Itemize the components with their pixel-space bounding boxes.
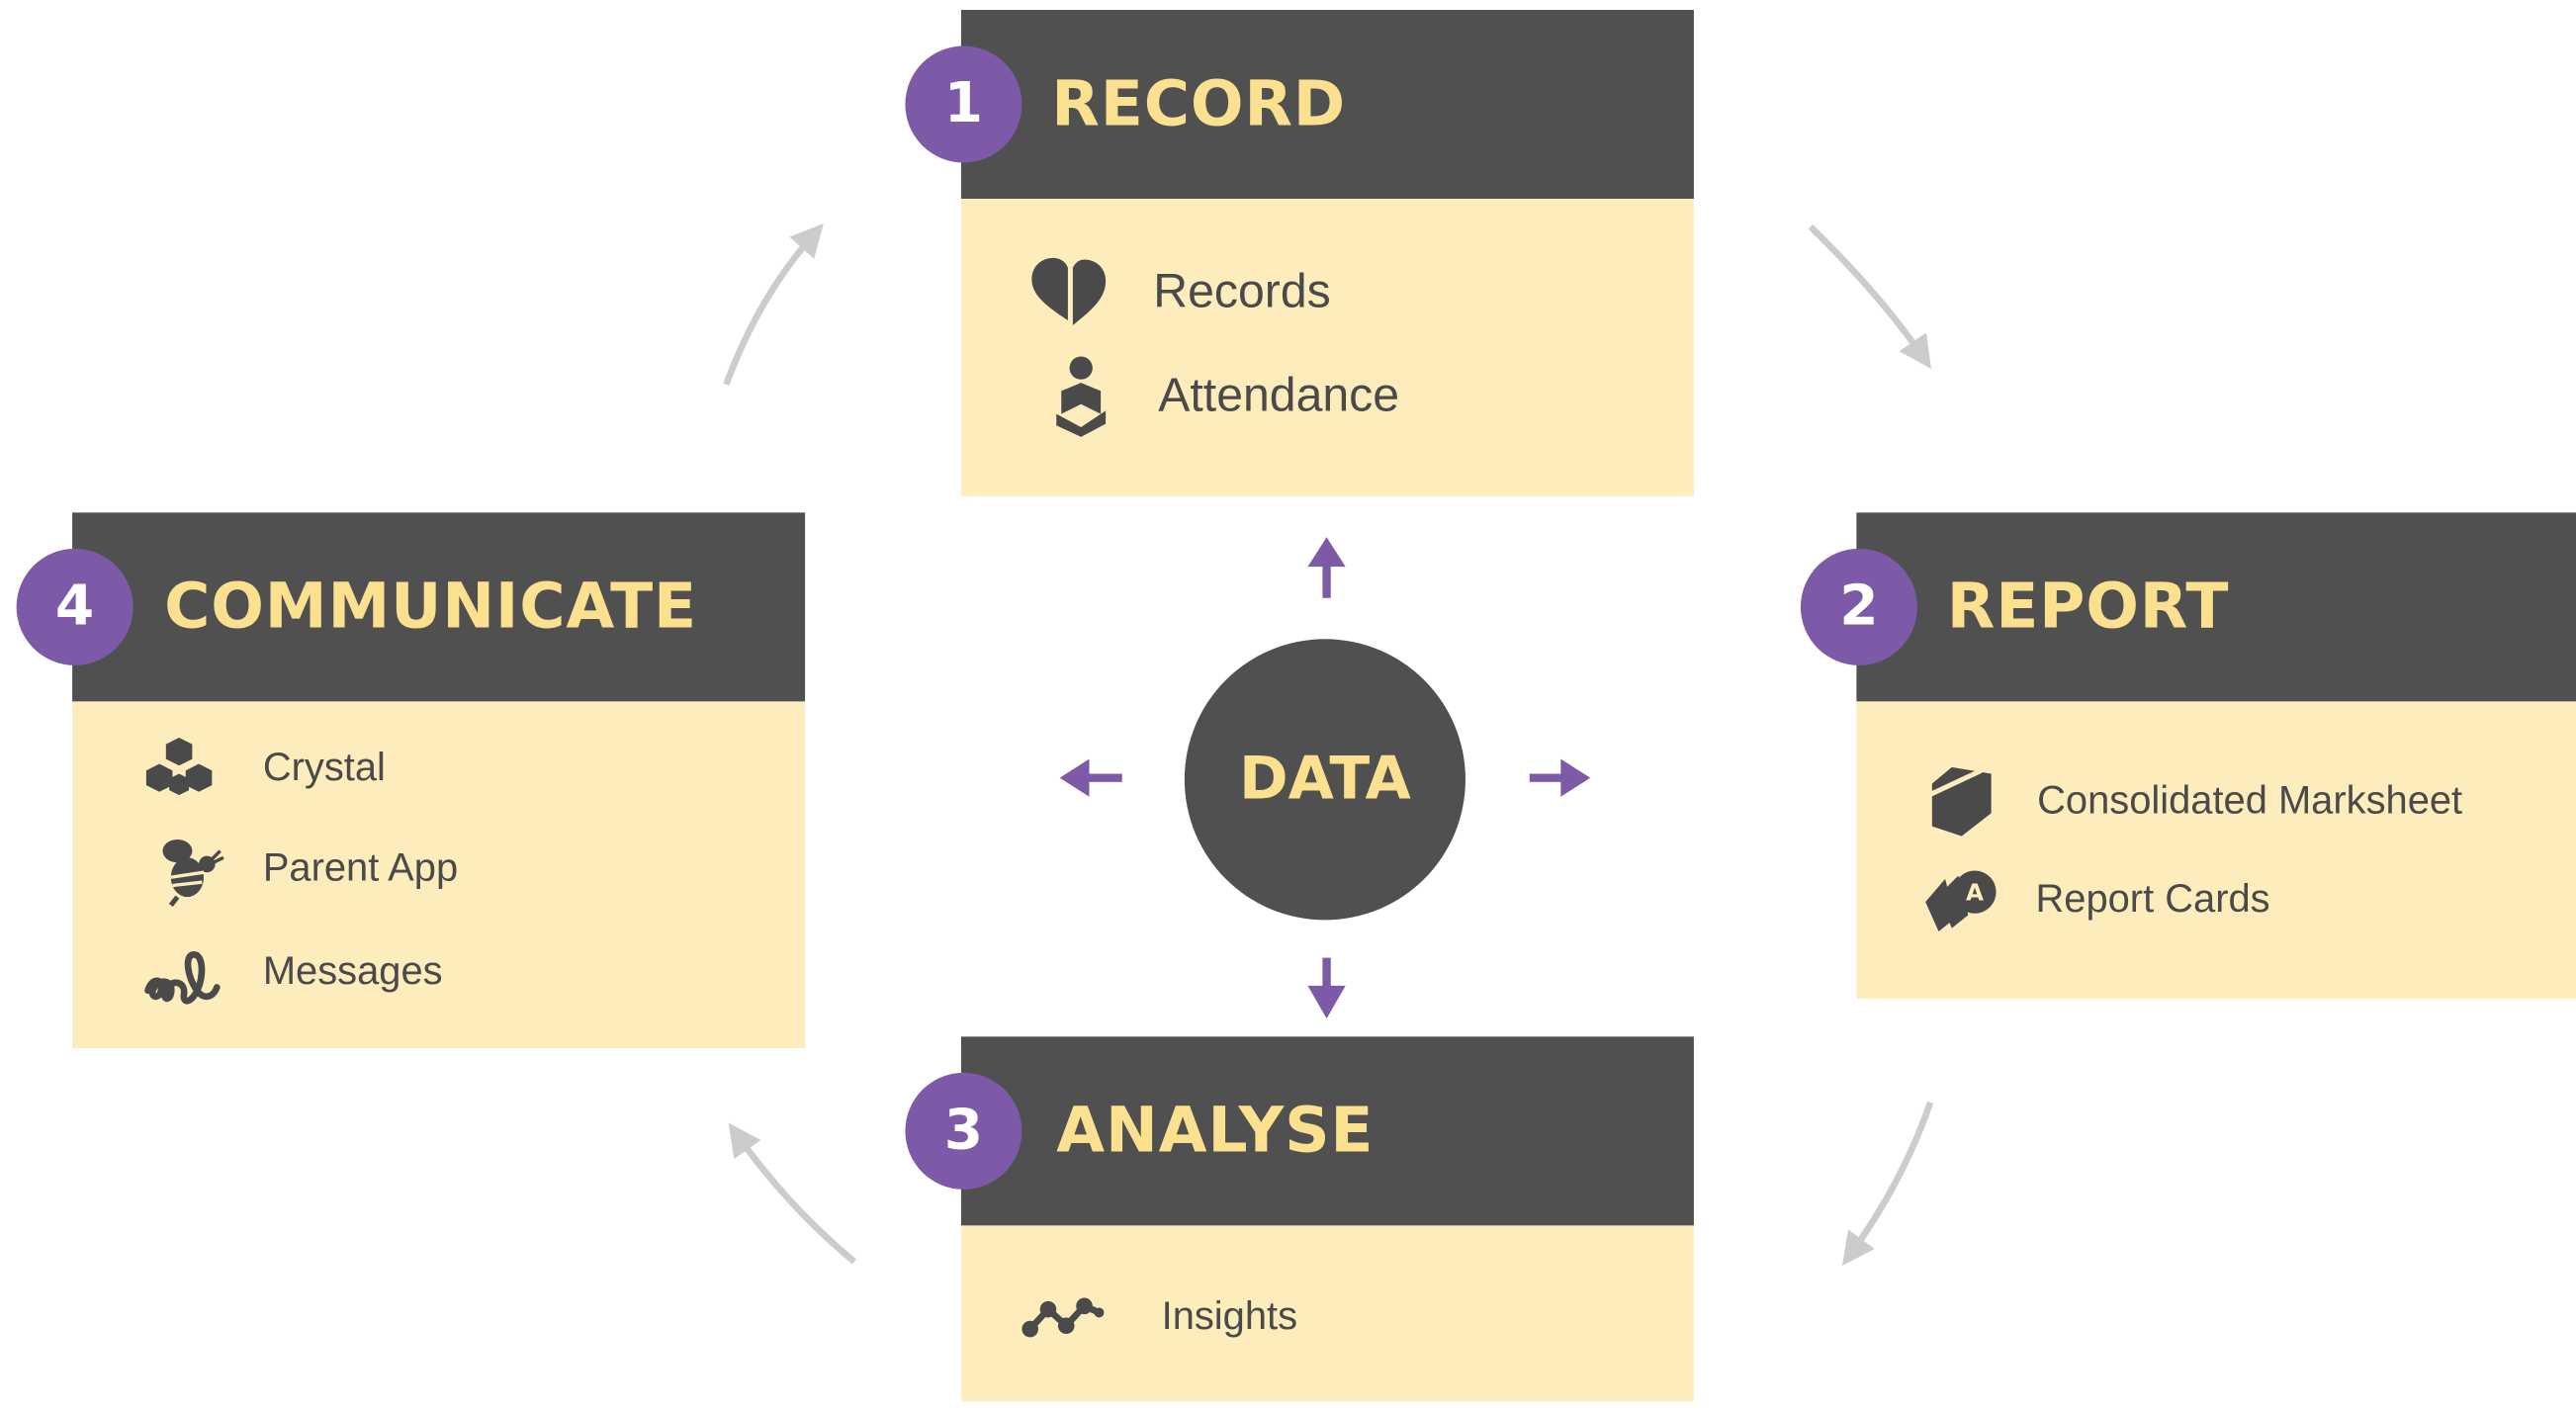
communicate-step-badge: 4 bbox=[16, 548, 133, 665]
report-title: REPORT bbox=[1946, 570, 2230, 643]
report-item-label: Report Cards bbox=[2035, 877, 2270, 923]
trend-line-icon bbox=[1022, 1277, 1105, 1359]
cycle-arrow-record-to-report bbox=[1808, 223, 1932, 370]
analyse-card: ANALYSE Insights bbox=[960, 1036, 1694, 1402]
communicate-body: Crystal Parent App bbox=[72, 701, 806, 1048]
list-item-records[interactable]: Records bbox=[1028, 251, 1331, 333]
analyse-item-label: Insights bbox=[1161, 1294, 1298, 1340]
hub-arrow-left bbox=[1059, 758, 1122, 797]
analyse-header: ANALYSE bbox=[960, 1036, 1694, 1226]
list-item-parent-app[interactable]: Parent App bbox=[148, 828, 459, 910]
badge-shield-icon bbox=[1919, 760, 2001, 842]
hub-arrow-right bbox=[1529, 758, 1591, 797]
communicate-header: COMMUNICATE bbox=[72, 512, 806, 702]
report-card: REPORT Consolidated Marksheet bbox=[1856, 512, 2576, 1000]
report-item-label: Consolidated Marksheet bbox=[2037, 778, 2463, 824]
hub-label: DATA bbox=[1239, 746, 1411, 814]
hexagon-cluster-icon bbox=[138, 728, 221, 810]
record-card: RECORD Records bbox=[960, 9, 1694, 496]
cycle-arrow-analyse-to-communicate bbox=[728, 1122, 857, 1265]
stacked-cards-grade-icon: A bbox=[1919, 859, 2001, 941]
communicate-card: COMMUNICATE Crystal bbox=[72, 512, 806, 1048]
communicate-item-label: Messages bbox=[262, 949, 443, 995]
analyse-step-badge: 3 bbox=[905, 1072, 1022, 1190]
bee-icon bbox=[148, 828, 230, 910]
cycle-arrow-communicate-to-record bbox=[723, 223, 824, 386]
list-item-consolidated-marksheet[interactable]: Consolidated Marksheet bbox=[1919, 760, 2463, 842]
hub-arrow-down bbox=[1307, 957, 1346, 1019]
communicate-item-label: Crystal bbox=[262, 746, 386, 791]
record-header: RECORD bbox=[960, 9, 1694, 200]
list-item-attendance[interactable]: Attendance bbox=[1040, 355, 1399, 437]
list-item-crystal[interactable]: Crystal bbox=[138, 728, 386, 810]
report-step-badge: 2 bbox=[1800, 548, 1917, 665]
analyse-title: ANALYSE bbox=[1056, 1094, 1375, 1167]
list-item-insights[interactable]: Insights bbox=[1022, 1277, 1297, 1359]
record-body: Records Attendance bbox=[960, 199, 1694, 496]
record-title: RECORD bbox=[1051, 67, 1347, 140]
communicate-title: COMMUNICATE bbox=[164, 570, 698, 643]
hub-arrow-up bbox=[1307, 537, 1346, 598]
report-body: Consolidated Marksheet A Report Cards bbox=[1856, 701, 2576, 1000]
analyse-body: Insights bbox=[960, 1225, 1694, 1402]
cycle-arrow-report-to-analyse bbox=[1841, 1101, 1934, 1267]
record-item-label: Records bbox=[1153, 265, 1331, 318]
communicate-item-label: Parent App bbox=[262, 845, 459, 891]
record-item-label: Attendance bbox=[1158, 368, 1400, 422]
heart-split-icon bbox=[1028, 251, 1110, 333]
data-hub: DATA bbox=[1184, 639, 1466, 921]
scribble-icon bbox=[141, 931, 223, 1014]
record-step-badge: 1 bbox=[905, 45, 1022, 163]
report-header: REPORT bbox=[1856, 512, 2576, 702]
person-check-icon bbox=[1040, 355, 1122, 437]
svg-text:A: A bbox=[1966, 879, 1984, 906]
list-item-messages[interactable]: Messages bbox=[141, 931, 443, 1014]
list-item-report-cards[interactable]: A Report Cards bbox=[1919, 859, 2270, 941]
